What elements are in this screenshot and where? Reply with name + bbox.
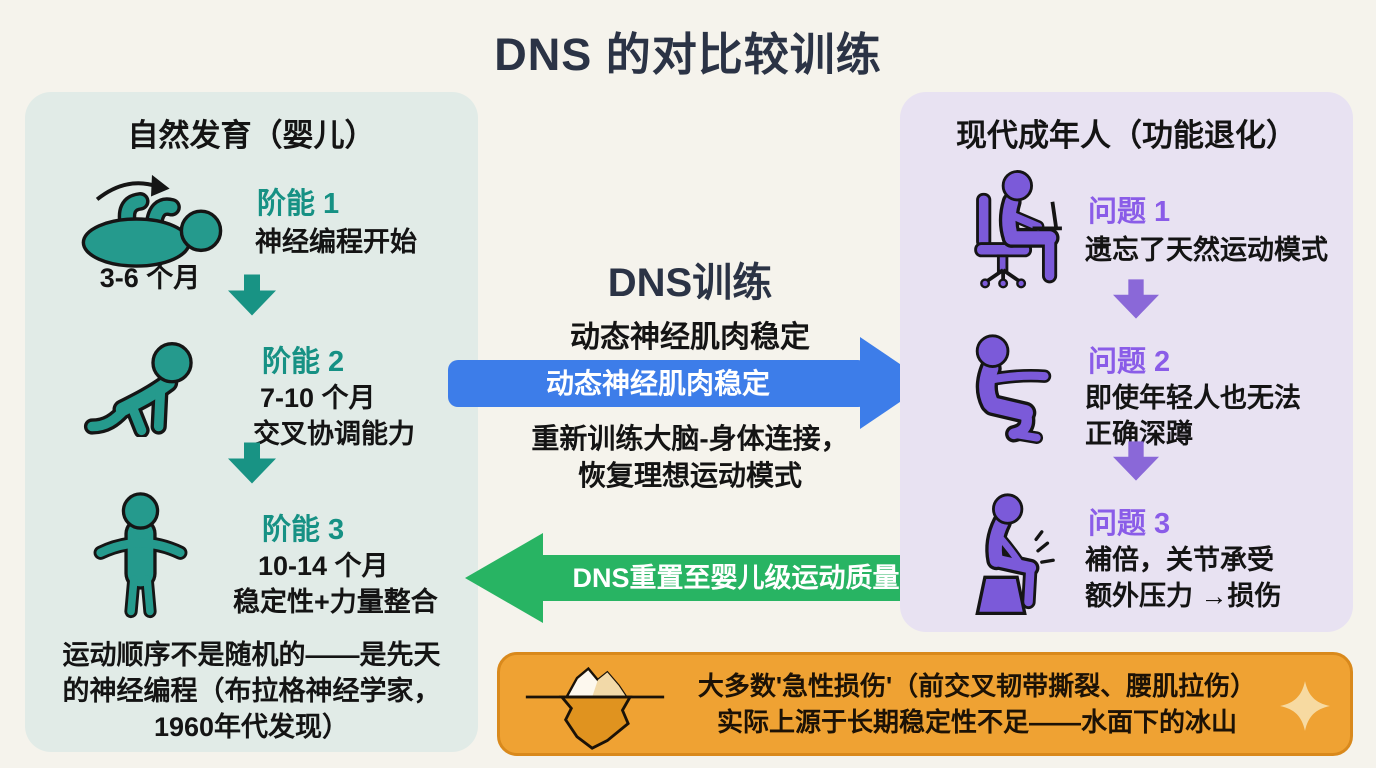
baby-rollover-icon — [65, 170, 237, 268]
stage2-line-1: 7-10 个月 — [260, 383, 376, 413]
desk-sitting-icon — [962, 162, 1067, 289]
dns-reset-arrow: DNS重置至婴儿级运动质量 — [465, 533, 931, 623]
problem3-line-1: 補倍，关节承受 — [1085, 545, 1274, 575]
dns-reset-arrow-body — [541, 555, 931, 601]
stage2-label: 阶能 2 — [262, 346, 345, 378]
dns-desc-line-2: 恢复理想运动模式 — [577, 460, 802, 491]
left-panel-title: 自然发育（婴儿） — [127, 118, 376, 153]
sparkle-icon — [1278, 679, 1332, 733]
page-title: DNS 的对比较训练 — [494, 29, 882, 80]
down-arrow-teal-1-icon — [228, 274, 276, 316]
problem1-label: 问题 1 — [1088, 196, 1171, 228]
stage1-label: 阶能 1 — [257, 188, 340, 220]
dns-training-subtitle: 动态神经肌肉稳定 — [570, 321, 810, 354]
dns-training-arrow-label: 动态神经肌肉稳定 — [545, 368, 770, 399]
dns-training-arrow-body — [448, 360, 868, 407]
bent-sitting-icon — [958, 492, 1063, 617]
baby-crawling-icon — [80, 337, 205, 437]
down-arrow-teal-2-icon — [228, 442, 276, 484]
banner-line-1: 大多数'急性损伤'（前交叉韧带撕裂、腰肌拉伤） — [697, 671, 1257, 701]
banner-text: 大多数'急性损伤'（前交叉韧带撕裂、腰肌拉伤） 实际上源于长期稳定性不足——水面… — [672, 668, 1282, 740]
dns-desc-line-1: 重新训练大脑-身体连接， — [531, 423, 849, 454]
down-arrow-purple-1-icon — [1113, 278, 1159, 320]
stage1-caption: 3-6 个月 — [99, 263, 201, 293]
dns-training-title: DNS训练 — [607, 261, 773, 305]
right-panel-title: 现代成年人（功能退化） — [956, 118, 1297, 153]
stage2-line-2: 交叉协调能力 — [253, 419, 415, 449]
problem2-label: 问题 2 — [1088, 346, 1171, 378]
dns-training-desc: 重新训练大脑-身体连接， 恢复理想运动模式 — [460, 420, 920, 494]
problem3-label: 问题 3 — [1088, 508, 1171, 540]
stage3-label: 阶能 3 — [262, 514, 345, 546]
toddler-standing-icon — [93, 492, 188, 619]
dns-training-arrow: 动态神经肌肉稳定 — [448, 337, 932, 429]
injury-banner: 大多数'急性损伤'（前交叉韧带撕裂、腰肌拉伤） 实际上源于长期稳定性不足——水面… — [497, 652, 1353, 756]
modern-adult-panel: 现代成年人（功能退化） 问 — [900, 92, 1353, 632]
down-arrow-purple-2-icon — [1113, 440, 1159, 482]
stage1-desc: 神经编程开始 — [255, 227, 417, 257]
footer-line-3: 1960年代发现） — [153, 712, 350, 742]
banner-line-2: 实际上源于长期稳定性不足——水面下的冰山 — [716, 707, 1237, 737]
arrow-left-head-icon — [465, 533, 543, 623]
left-panel-footer: 运动顺序不是随机的——是先天 的神经编程（布拉格神经学家， 1960年代发现） — [25, 637, 478, 745]
footer-line-2: 的神经编程（布拉格神经学家， — [62, 676, 441, 706]
dns-reset-arrow-label: DNS重置至婴儿级运动质量 — [572, 563, 900, 593]
problem2-line-1: 即使年轻人也无法 — [1085, 383, 1301, 413]
footer-line-1: 运动顺序不是随机的——是先天 — [62, 640, 441, 670]
squat-icon — [952, 330, 1062, 455]
stage3-line-2: 稳定性+力量整合 — [233, 587, 438, 617]
iceberg-icon — [520, 661, 670, 751]
problem3-line-2: 额外压力 →损伤 — [1085, 581, 1282, 611]
problem1-line-1: 遗忘了天然运动模式 — [1085, 235, 1328, 265]
natural-development-panel: 自然发育（婴儿） 3-6 个月 阶能 1 神经编程开始 — [25, 92, 478, 752]
stage3-line-1: 10-14 个月 — [258, 551, 389, 581]
